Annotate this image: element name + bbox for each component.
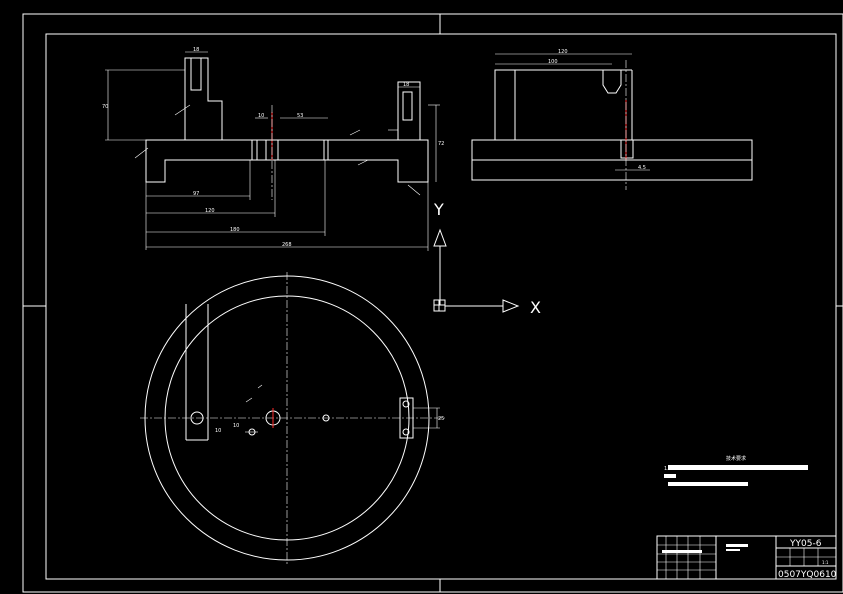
dim-plan-left-1: 10: [215, 428, 221, 434]
dim-inner-b: 53: [297, 113, 303, 119]
drawing-code: 0507YQ0610: [778, 570, 837, 580]
dim-overall: 268: [282, 242, 292, 248]
front-section-view: 18 70 18 10 53 72 97 120 180 268: [102, 47, 444, 251]
dim-left-height: 70: [102, 104, 108, 110]
dim-side-hole: 4.5: [638, 165, 646, 171]
sheet-frame: [22, 13, 843, 593]
left-upright-section: [184, 57, 223, 141]
plan-view: 25 10 10: [140, 272, 445, 565]
title-block: YY05-6 1:1 0507YQ0610: [656, 535, 837, 580]
axis-x-label: X: [530, 298, 541, 317]
dim-base-2: 120: [205, 208, 215, 214]
dim-base-3: 180: [230, 227, 240, 233]
dim-top-width: 18: [193, 47, 199, 53]
dim-plan-left-2: 10: [233, 423, 239, 429]
base-plate-section: [145, 139, 429, 183]
side-view: 120 100 4.5: [471, 49, 753, 190]
dim-plan-slot: 25: [438, 416, 444, 422]
dim-inner-a: 10: [258, 113, 264, 119]
drawing-scale: 1:1: [822, 560, 829, 565]
dim-side-top-a: 120: [558, 49, 568, 55]
axis-y-label: Y: [433, 200, 444, 219]
tech-req-heading: 技术要求: [726, 455, 746, 462]
right-upright-section: [397, 81, 421, 141]
dim-right-height: 72: [438, 141, 444, 147]
dim-right-top: 18: [403, 82, 409, 88]
ucs-axis-icon: Y X: [433, 200, 541, 317]
dim-base-1: 97: [193, 191, 199, 197]
technical-requirements: 技术要求 1.: [664, 455, 808, 486]
drawing-number: YY05-6: [789, 539, 822, 549]
dim-side-top-b: 100: [548, 59, 558, 65]
tech-req-note-num: 1.: [664, 466, 669, 472]
